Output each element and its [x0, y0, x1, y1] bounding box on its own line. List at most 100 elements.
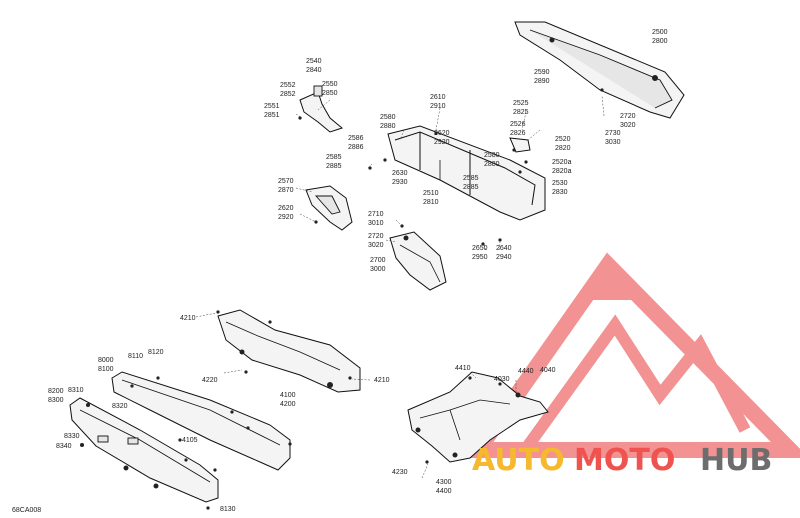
- svg-text:2850: 2850: [322, 90, 338, 97]
- svg-text:2880: 2880: [484, 161, 500, 168]
- svg-text:2530: 2530: [552, 180, 568, 187]
- svg-text:3000: 3000: [370, 266, 386, 273]
- svg-text:2826: 2826: [510, 130, 526, 137]
- svg-text:2880: 2880: [380, 123, 396, 130]
- svg-text:2570: 2570: [278, 178, 294, 185]
- svg-text:4100: 4100: [280, 392, 296, 399]
- svg-text:2620: 2620: [434, 130, 450, 137]
- svg-text:2851: 2851: [264, 112, 280, 119]
- label-4040: 4040: [540, 367, 556, 374]
- label-4230: 4230: [392, 469, 408, 476]
- label-8340: 8340: [56, 443, 72, 450]
- svg-text:2640: 2640: [496, 245, 512, 252]
- svg-text:2510: 2510: [423, 190, 439, 197]
- svg-text:3020: 3020: [368, 242, 384, 249]
- callout-2700: 2700 3000: [370, 257, 386, 273]
- callout-2510: 2510 2810: [423, 190, 439, 206]
- svg-text:2800: 2800: [652, 38, 668, 45]
- callout-2526: 2526 2826: [510, 121, 526, 137]
- svg-text:2886: 2886: [348, 144, 364, 151]
- svg-text:2590: 2590: [534, 69, 550, 76]
- svg-text:2920: 2920: [434, 139, 450, 146]
- svg-text:2852: 2852: [280, 91, 296, 98]
- svg-text:2580: 2580: [484, 152, 500, 159]
- callout-2530: 2530 2830: [552, 180, 568, 196]
- callout-4300: 4300 4400: [436, 479, 452, 495]
- leader-lines: [195, 95, 605, 479]
- callout-2552: 2552 2852: [280, 82, 296, 98]
- label-8330: 8330: [64, 433, 80, 440]
- svg-text:3030: 3030: [605, 139, 621, 146]
- callout-2585b: 2585 2885: [463, 175, 479, 191]
- watermark-moto: MOTO: [574, 443, 675, 478]
- svg-text:2526: 2526: [510, 121, 526, 128]
- svg-text:8000: 8000: [98, 357, 114, 364]
- latch-bracket: [298, 85, 344, 133]
- callout-labels: 2500 2800 2540 2840 2552 2852 2550 2850 2551…: [48, 29, 668, 495]
- svg-text:2585: 2585: [326, 154, 342, 161]
- label-4105: 4105: [182, 437, 198, 444]
- svg-text:2700: 2700: [370, 257, 386, 264]
- svg-text:3010: 3010: [368, 220, 384, 227]
- svg-text:2840: 2840: [306, 67, 322, 74]
- label-8320: 8320: [112, 403, 128, 410]
- svg-text:2920: 2920: [278, 214, 294, 221]
- svg-text:2650: 2650: [472, 245, 488, 252]
- svg-text:2552: 2552: [280, 82, 296, 89]
- svg-text:2930: 2930: [392, 179, 408, 186]
- callout-2580b: 2580 2880: [484, 152, 500, 168]
- svg-text:2890: 2890: [534, 78, 550, 85]
- label-8130: 8130: [220, 506, 236, 513]
- svg-text:2830: 2830: [552, 189, 568, 196]
- label-8310: 8310: [68, 387, 84, 394]
- upper-door-panel: [514, 21, 685, 119]
- label-4220: 4220: [202, 377, 218, 384]
- callout-2550: 2550 2850: [322, 81, 338, 97]
- diagram-code: 68CA008: [12, 507, 41, 514]
- rear-footwell-assembly: [407, 371, 549, 464]
- lower-door-bracket: [389, 224, 502, 291]
- svg-text:2885: 2885: [463, 184, 479, 191]
- callout-4100: 4100 4200: [280, 392, 296, 408]
- callout-2590: 2590 2890: [534, 69, 550, 85]
- svg-text:4200: 4200: [280, 401, 296, 408]
- long-rail: [111, 371, 292, 471]
- svg-text:2825: 2825: [513, 109, 529, 116]
- svg-text:2520: 2520: [555, 136, 571, 143]
- upper-door-frame: [368, 125, 546, 221]
- svg-text:2810: 2810: [423, 199, 439, 206]
- label-4030: 4030: [494, 376, 510, 383]
- svg-text:2500: 2500: [652, 29, 668, 36]
- callout-2730: 2730 3030: [605, 130, 621, 146]
- svg-text:2730: 2730: [605, 130, 621, 137]
- svg-text:4300: 4300: [436, 479, 452, 486]
- svg-text:2940: 2940: [496, 254, 512, 261]
- label-4410: 4410: [455, 365, 471, 372]
- svg-text:4400: 4400: [436, 488, 452, 495]
- svg-text:2720: 2720: [620, 113, 636, 120]
- svg-text:2630: 2630: [392, 170, 408, 177]
- watermark-text: AUTO MOTO HUB: [472, 443, 772, 478]
- svg-text:2550: 2550: [322, 81, 338, 88]
- svg-text:2585: 2585: [463, 175, 479, 182]
- svg-text:8100: 8100: [98, 366, 114, 373]
- watermark-logo: [462, 252, 800, 458]
- watermark-auto: AUTO: [472, 443, 565, 478]
- label-4210a: 4210: [180, 315, 196, 322]
- svg-text:2820a: 2820a: [552, 168, 572, 175]
- svg-text:2586: 2586: [348, 135, 364, 142]
- lower-side-rail: [69, 397, 219, 510]
- svg-text:2540: 2540: [306, 58, 322, 65]
- svg-text:2910: 2910: [430, 103, 446, 110]
- rocker-panel-middle: [216, 309, 361, 393]
